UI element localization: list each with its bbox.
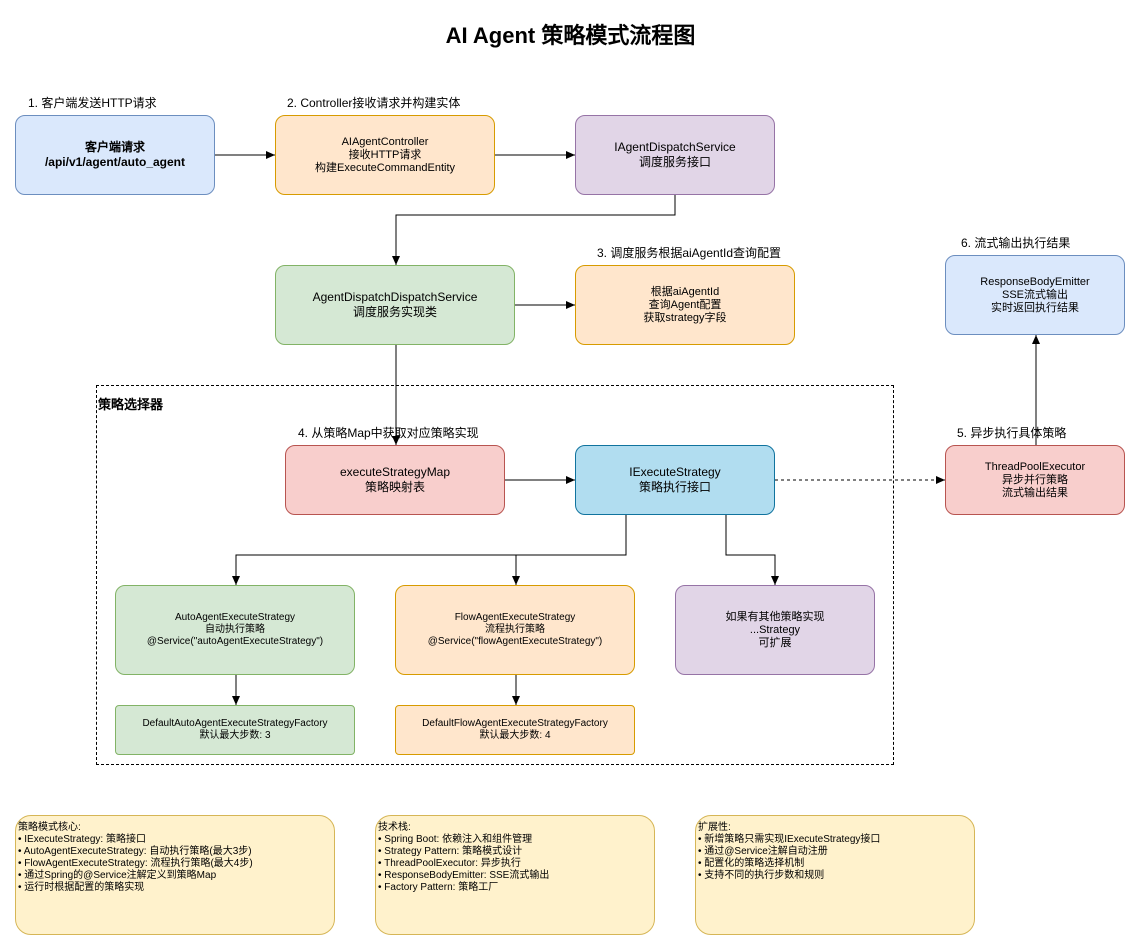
note-ext-heading: 扩展性: <box>698 822 731 833</box>
strategy-selector-label: 策略选择器 <box>98 397 164 412</box>
note-core-heading: 策略模式核心: <box>18 822 81 833</box>
note-ext-list: • 新增策略只需实现IExecuteStrategy接口 • 通过@Servic… <box>698 834 972 882</box>
other-strategy-line-3: 可扩展 <box>758 636 792 649</box>
controller-node: AIAgentController 接收HTTP请求 构建ExecuteComm… <box>275 115 495 195</box>
other-strategy-node: 如果有其他策略实现 ...Strategy 可扩展 <box>675 585 875 675</box>
emitter-name: ResponseBodyEmitter <box>980 275 1090 288</box>
query-config-line-1: 根据aiAgentId <box>650 285 720 298</box>
flow-strategy-name: FlowAgentExecuteStrategy <box>454 612 576 623</box>
auto-factory-steps: 默认最大步数: 3 <box>199 730 271 741</box>
note-tech-stack: 技术栈: • Spring Boot: 依赖注入和组件管理 • Strategy… <box>375 815 655 935</box>
note-ext-item: • 支持不同的执行步数和规则 <box>698 870 825 881</box>
strategy-map-name: executeStrategyMap <box>339 465 451 479</box>
query-config-node: 根据aiAgentId 查询Agent配置 获取strategy字段 <box>575 265 795 345</box>
thread-pool-executor-node: ThreadPoolExecutor 异步并行策略 流式输出结果 <box>945 445 1125 515</box>
edge-iface-auto <box>232 515 627 585</box>
query-config-line-2: 查询Agent配置 <box>648 298 722 311</box>
client-request-node: 客户端请求 /api/v1/agent/auto_agent <box>15 115 215 195</box>
execute-strategy-interface-name: IExecuteStrategy <box>629 465 721 479</box>
note-ext-item: • 新增策略只需实现IExecuteStrategy接口 <box>698 834 881 845</box>
auto-strategy-name: AutoAgentExecuteStrategy <box>174 612 296 623</box>
dispatch-impl-desc: 调度服务实现类 <box>352 305 437 319</box>
auto-factory-node: DefaultAutoAgentExecuteStrategyFactory 默… <box>115 705 355 755</box>
note-core-item: • 通过Spring的@Service注解定义到策略Map <box>18 870 217 881</box>
emitter-line-3: 实时返回执行结果 <box>991 301 1079 314</box>
step-2-label: 2. Controller接收请求并构建实体 <box>287 96 461 110</box>
note-strategy-core: 策略模式核心: • IExecuteStrategy: 策略接口 • AutoA… <box>15 815 335 935</box>
controller-line-2: 接收HTTP请求 <box>348 148 422 161</box>
strategy-map-desc: 策略映射表 <box>364 480 425 494</box>
auto-strategy-desc: 自动执行策略 <box>205 624 265 635</box>
dispatch-impl-name: AgentDispatchDispatchService <box>312 290 478 304</box>
step-6-label: 6. 流式输出执行结果 <box>961 236 1071 250</box>
note-tech-list: • Spring Boot: 依赖注入和组件管理 • Strategy Patt… <box>378 834 652 894</box>
auto-strategy-annotation: @Service("autoAgentExecuteStrategy") <box>146 636 324 647</box>
note-tech-item: • Factory Pattern: 策略工厂 <box>378 882 499 893</box>
note-core-item: • 运行时根据配置的策略实现 <box>18 882 145 893</box>
diagram-title: AI Agent 策略模式流程图 <box>445 23 696 48</box>
dispatch-impl-node: AgentDispatchDispatchService 调度服务实现类 <box>275 265 515 345</box>
controller-line-3: 构建ExecuteCommandEntity <box>315 161 455 174</box>
flow-strategy-annotation: @Service("flowAgentExecuteStrategy") <box>427 636 603 647</box>
execute-strategy-interface-desc: 策略执行接口 <box>638 480 711 494</box>
note-tech-item: • Spring Boot: 依赖注入和组件管理 <box>378 834 533 845</box>
controller-name: AIAgentController <box>341 135 429 148</box>
note-core-list: • IExecuteStrategy: 策略接口 • AutoAgentExec… <box>18 834 332 894</box>
auto-strategy-node: AutoAgentExecuteStrategy 自动执行策略 @Service… <box>115 585 355 675</box>
flow-factory-node: DefaultFlowAgentExecuteStrategyFactory 默… <box>395 705 635 755</box>
response-emitter-node: ResponseBodyEmitter SSE流式输出 实时返回执行结果 <box>945 255 1125 335</box>
note-ext-item: • 通过@Service注解自动注册 <box>698 846 828 857</box>
execute-strategy-interface-node: IExecuteStrategy 策略执行接口 <box>575 445 775 515</box>
edge-iface-other <box>725 515 779 585</box>
thread-pool-name: ThreadPoolExecutor <box>984 460 1086 473</box>
note-core-item: • AutoAgentExecuteStrategy: 自动执行策略(最大3步) <box>18 846 252 857</box>
step-1-label: 1. 客户端发送HTTP请求 <box>28 96 157 110</box>
note-ext-item: • 配置化的策略选择机制 <box>698 858 805 869</box>
edge-dispatch-impl <box>392 195 676 265</box>
client-request-title: 客户端请求 <box>84 140 145 154</box>
flow-factory-steps: 默认最大步数: 4 <box>479 730 551 741</box>
step-4-label: 4. 从策略Map中获取对应策略实现 <box>298 426 479 440</box>
step-5-label: 5. 异步执行具体策略 <box>957 426 1067 440</box>
note-tech-item: • ResponseBodyEmitter: SSE流式输出 <box>378 870 550 881</box>
note-extensibility: 扩展性: • 新增策略只需实现IExecuteStrategy接口 • 通过@S… <box>695 815 975 935</box>
flow-strategy-desc: 流程执行策略 <box>485 624 545 635</box>
dispatch-interface-name: IAgentDispatchService <box>614 140 736 154</box>
note-tech-item: • ThreadPoolExecutor: 异步执行 <box>378 858 521 869</box>
other-strategy-line-2: ...Strategy <box>749 623 801 636</box>
note-core-item: • IExecuteStrategy: 策略接口 <box>18 834 146 845</box>
emitter-line-2: SSE流式输出 <box>1001 288 1068 301</box>
dispatch-interface-desc: 调度服务接口 <box>638 155 711 169</box>
strategy-map-node: executeStrategyMap 策略映射表 <box>285 445 505 515</box>
note-tech-heading: 技术栈: <box>378 822 411 833</box>
auto-factory-name: DefaultAutoAgentExecuteStrategyFactory <box>142 718 328 729</box>
note-core-item: • FlowAgentExecuteStrategy: 流程执行策略(最大4步) <box>18 858 253 869</box>
flow-strategy-node: FlowAgentExecuteStrategy 流程执行策略 @Service… <box>395 585 635 675</box>
note-tech-item: • Strategy Pattern: 策略模式设计 <box>378 846 523 857</box>
step-3-label: 3. 调度服务根据aiAgentId查询配置 <box>597 246 782 260</box>
thread-pool-line-3: 流式输出结果 <box>1002 486 1068 499</box>
thread-pool-line-2: 异步并行策略 <box>1002 473 1068 486</box>
flow-factory-name: DefaultFlowAgentExecuteStrategyFactory <box>422 718 608 729</box>
client-request-path: /api/v1/agent/auto_agent <box>44 155 186 169</box>
strategy-selector-group <box>96 385 894 765</box>
other-strategy-line-1: 如果有其他策略实现 <box>725 610 825 623</box>
dispatch-interface-node: IAgentDispatchService 调度服务接口 <box>575 115 775 195</box>
query-config-line-3: 获取strategy字段 <box>643 311 727 324</box>
